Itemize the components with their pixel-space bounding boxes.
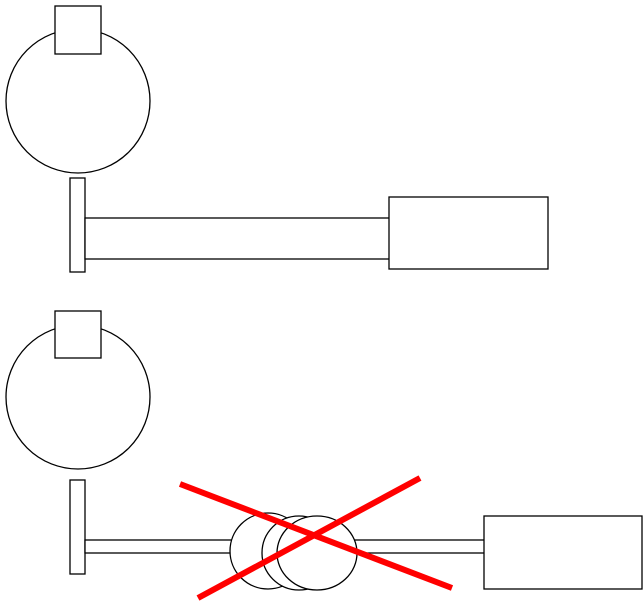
bottom-end-block: [483, 515, 643, 590]
top-end-block: [388, 196, 549, 270]
top-vertical-plate: [69, 177, 86, 273]
cross-line-b: [196, 475, 422, 601]
red-cross-mark: [178, 475, 454, 601]
top-shaft: [84, 217, 391, 260]
top-assembly: [5, 5, 549, 273]
top-square-cap: [54, 5, 102, 55]
bottom-vertical-plate: [69, 479, 86, 575]
bottom-square-cap: [54, 310, 102, 359]
bottom-assembly: [5, 310, 643, 591]
